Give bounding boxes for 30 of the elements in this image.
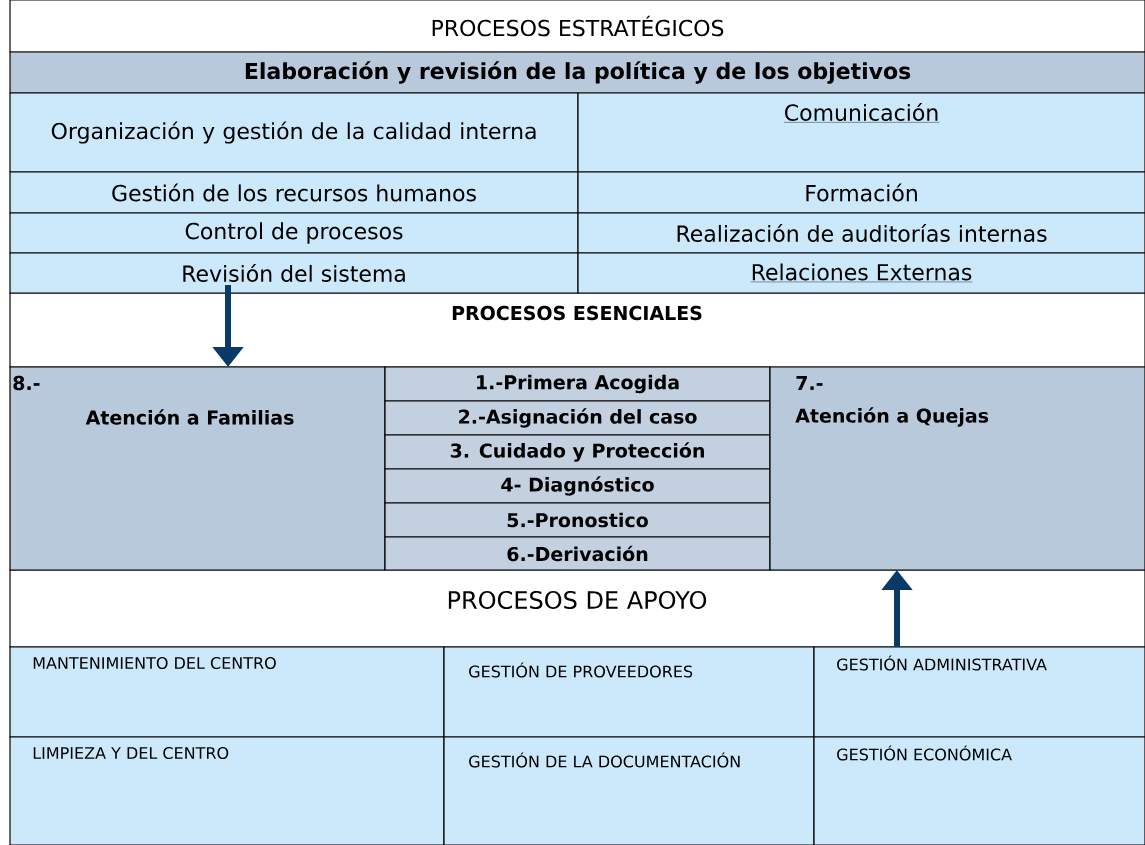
process-cell: GESTIÓN DE PROVEEDORES [443, 646, 815, 738]
process-panel: 7.- Atención a Quejas [769, 366, 1145, 571]
process-cell: Organización y gestión de la calidad interna [9, 92, 579, 173]
node-label: GESTIÓN ADMINISTRATIVA [837, 655, 1047, 671]
node-label: LIMPIEZA Y DEL CENTRO [33, 746, 229, 760]
process-cell: Formación [577, 171, 1145, 214]
process-cell: 3. Cuidado y Protección [384, 434, 771, 470]
section-heading: PROCESOS ESENCIALES [452, 305, 702, 321]
header-band: PROCESOS ESTRATÉGICOS [9, 0, 1145, 53]
process-cell: Comunicación [577, 92, 1145, 173]
section-heading: PROCESOS DE APOYO [448, 590, 707, 610]
process-cell: 2.-Asignación del caso [384, 400, 771, 436]
node-label: Realización de auditorías internas [677, 224, 1047, 242]
process-cell: LIMPIEZA Y DEL CENTRO [9, 736, 445, 845]
process-cell: GESTIÓN DE LA DOCUMENTACIÓN [443, 736, 815, 845]
process-row: Elaboración y revisión de la política y de los objetivos [9, 51, 1145, 94]
node-label: Formación [806, 183, 917, 202]
process-cell: MANTENIMIENTO DEL CENTRO [9, 646, 445, 738]
process-cell: GESTIÓN ADMINISTRATIVA [813, 646, 1145, 738]
process-cell: Control de procesos [9, 212, 579, 254]
process-cell: 6.-Derivación [384, 536, 771, 571]
process-cell: Gestión de los recursos humanos [9, 171, 579, 214]
process-cell: GESTIÓN ECONÓMICA [813, 736, 1145, 845]
process-panel: 8.- Atención a Familias [9, 366, 386, 571]
process-cell: Realización de auditorías internas [577, 212, 1145, 254]
process-cell: 1.-Primera Acogida [384, 366, 771, 402]
process-cell: 5.-Pronostico [384, 502, 771, 538]
process-cell: 4- Diagnóstico [384, 468, 771, 504]
process-cell: Revisión del sistema [9, 252, 579, 294]
process-cell: Relaciones Externas [577, 252, 1145, 294]
